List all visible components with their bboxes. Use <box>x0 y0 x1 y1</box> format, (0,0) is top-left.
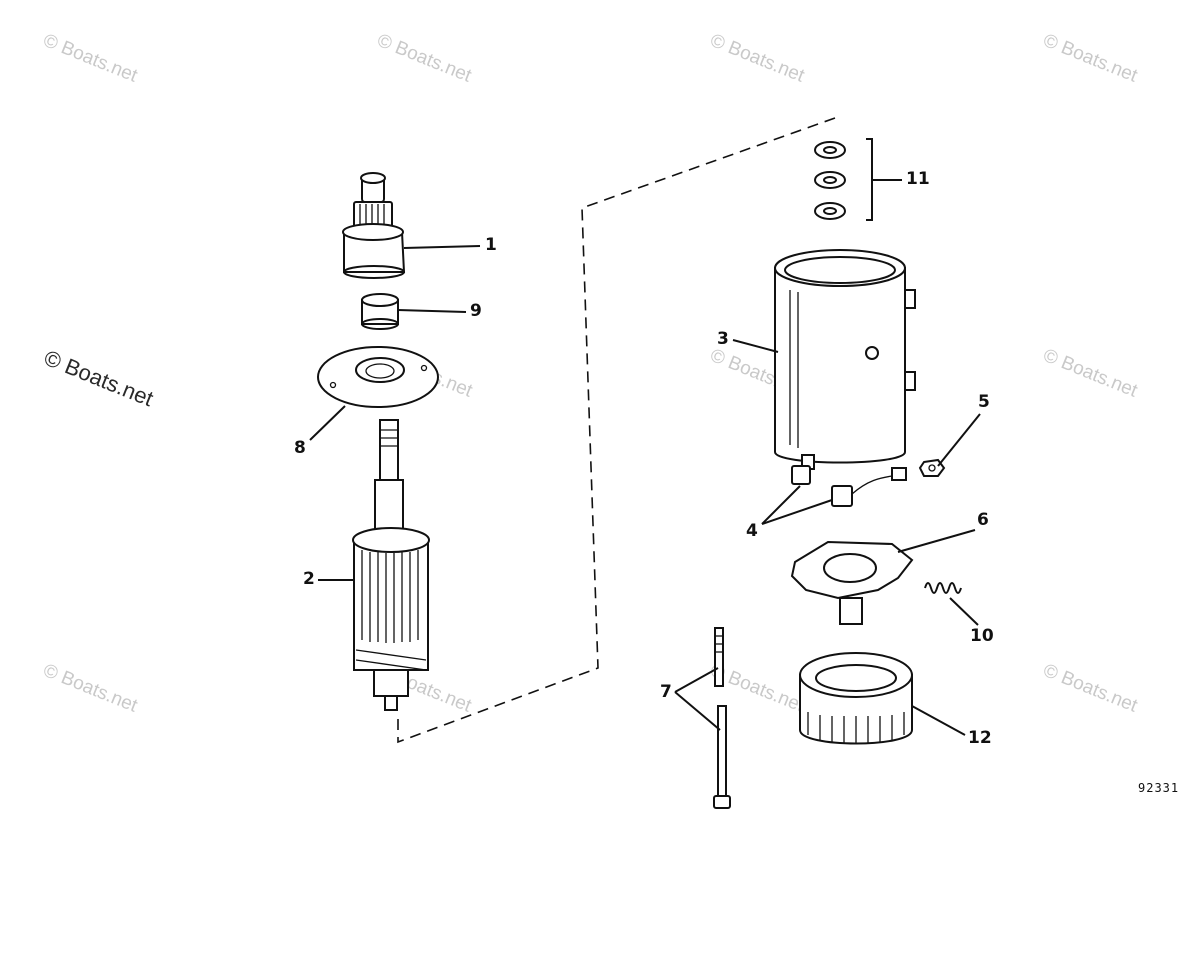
callout-5: 5 <box>978 392 990 412</box>
nut-part <box>918 458 946 477</box>
brush-plate-part <box>790 540 914 625</box>
callout-11: 11 <box>906 169 930 189</box>
end-plate-part <box>317 346 439 408</box>
callout-1: 1 <box>485 235 497 255</box>
frame-housing-part <box>774 249 916 470</box>
leader-lines <box>309 179 981 736</box>
callout-10: 10 <box>970 626 994 646</box>
end-cap-part <box>799 652 913 745</box>
callout-12: 12 <box>968 728 992 748</box>
alignment-dashed-line <box>397 117 836 744</box>
brush-spring-part <box>924 582 962 594</box>
callout-2: 2 <box>303 569 315 589</box>
callout-9: 9 <box>470 301 482 321</box>
drive-pinion-part <box>342 172 406 279</box>
washers-part <box>814 138 873 221</box>
brushes-part <box>791 465 907 507</box>
callout-4: 4 <box>746 521 758 541</box>
callout-8: 8 <box>294 438 306 458</box>
callout-3: 3 <box>717 329 729 349</box>
through-bolts-part <box>713 627 731 809</box>
armature-part <box>352 419 430 711</box>
figure-number: 92331 <box>1138 781 1180 795</box>
callout-6: 6 <box>977 510 989 530</box>
spacer-part <box>361 293 399 330</box>
callout-7: 7 <box>660 682 672 702</box>
